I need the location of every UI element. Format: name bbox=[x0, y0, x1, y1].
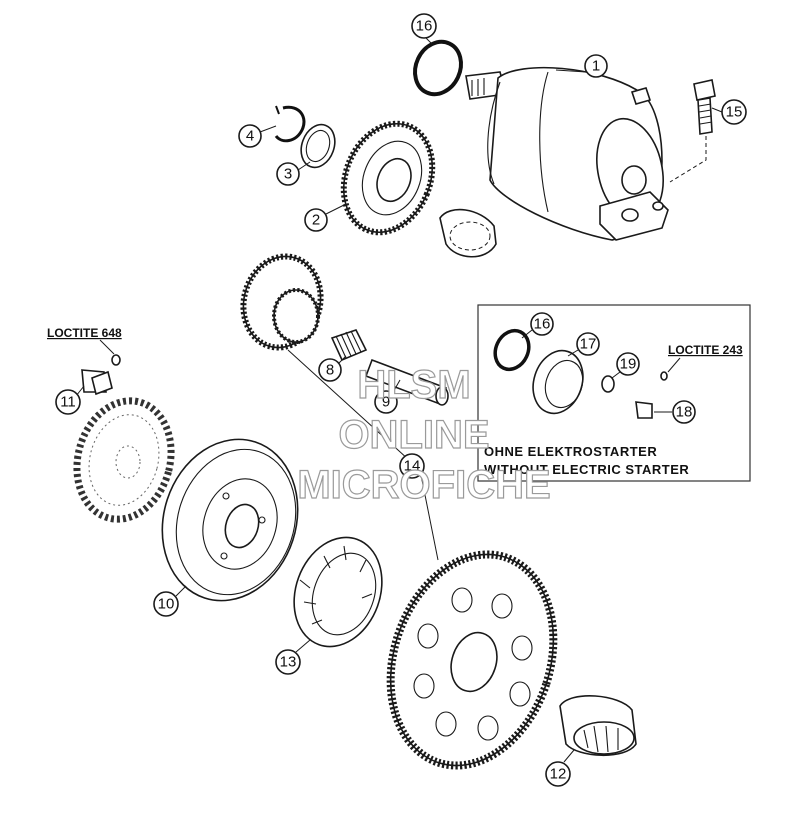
svg-text:11: 11 bbox=[60, 394, 76, 411]
svg-text:9: 9 bbox=[382, 394, 390, 411]
callout-16: 16 bbox=[411, 13, 437, 45]
svg-text:15: 15 bbox=[726, 104, 743, 121]
svg-text:18: 18 bbox=[676, 404, 693, 421]
callout-16-inset: 16 bbox=[521, 312, 554, 339]
watermark: HLSM ONLINE MICROFICHE bbox=[297, 362, 552, 507]
circlip-part bbox=[274, 105, 306, 143]
watermark-line-3: MICROFICHE bbox=[297, 463, 550, 507]
svg-text:16: 16 bbox=[534, 316, 551, 333]
callout-2: 2 bbox=[304, 203, 347, 232]
svg-text:13: 13 bbox=[280, 654, 297, 671]
large-starter-gear-part bbox=[386, 550, 558, 770]
callout-8: 8 bbox=[318, 355, 347, 382]
svg-text:10: 10 bbox=[158, 596, 175, 613]
needle-bearing-part bbox=[330, 329, 368, 362]
double-gear-part bbox=[240, 253, 324, 351]
callout-13: 13 bbox=[275, 639, 311, 675]
loctite-648-label: LOCTITE 648 bbox=[47, 326, 122, 340]
svg-text:8: 8 bbox=[326, 362, 334, 379]
svg-text:16: 16 bbox=[416, 18, 433, 35]
svg-text:3: 3 bbox=[284, 166, 292, 183]
washer-part bbox=[300, 123, 336, 169]
callout-3: 3 bbox=[276, 161, 311, 186]
bolt-part bbox=[669, 79, 716, 183]
needle-cage-part bbox=[559, 695, 637, 757]
inset-caption-german: OHNE ELEKTROSTARTER bbox=[484, 444, 657, 459]
starter-motor-part bbox=[465, 66, 669, 241]
callout-12: 12 bbox=[545, 749, 575, 787]
o-ring-part bbox=[413, 39, 463, 97]
watermark-line-2: ONLINE bbox=[338, 413, 489, 457]
callout-14: 14 bbox=[399, 453, 425, 479]
callout-19: 19 bbox=[611, 352, 640, 379]
svg-text:1: 1 bbox=[592, 58, 600, 75]
callout-11: 11 bbox=[55, 385, 85, 415]
loctite-243-label: LOCTITE 243 bbox=[668, 343, 743, 357]
callout-4: 4 bbox=[238, 124, 277, 148]
svg-text:17: 17 bbox=[580, 336, 597, 353]
callout-9: 9 bbox=[374, 379, 401, 414]
loctite-243-leader bbox=[667, 357, 681, 373]
inset-caption-english: WITHOUT ELECTRIC STARTER bbox=[484, 462, 689, 477]
inset-box: OHNE ELEKTROSTARTER WITHOUT ELECTRIC STA… bbox=[477, 304, 751, 482]
callout-1: 1 bbox=[555, 54, 608, 78]
svg-text:19: 19 bbox=[620, 356, 637, 373]
callout-15: 15 bbox=[711, 99, 747, 125]
sleeve-part bbox=[439, 208, 497, 258]
screw-part bbox=[81, 354, 121, 396]
callout-10: 10 bbox=[153, 585, 187, 617]
callout-18: 18 bbox=[654, 400, 696, 424]
watermark-line-1: HLSM bbox=[357, 363, 470, 407]
intermediate-gear-part bbox=[340, 120, 436, 236]
svg-text:12: 12 bbox=[550, 766, 567, 783]
svg-text:4: 4 bbox=[246, 128, 254, 145]
callout-17: 17 bbox=[567, 332, 600, 357]
freewheel-part bbox=[293, 536, 383, 648]
starter-ring-gear-part bbox=[73, 397, 175, 523]
loctite-648-leader bbox=[99, 339, 115, 355]
shaft-part bbox=[364, 358, 449, 406]
svg-text:2: 2 bbox=[312, 212, 320, 229]
flywheel-part bbox=[161, 438, 299, 602]
svg-text:14: 14 bbox=[404, 458, 421, 475]
